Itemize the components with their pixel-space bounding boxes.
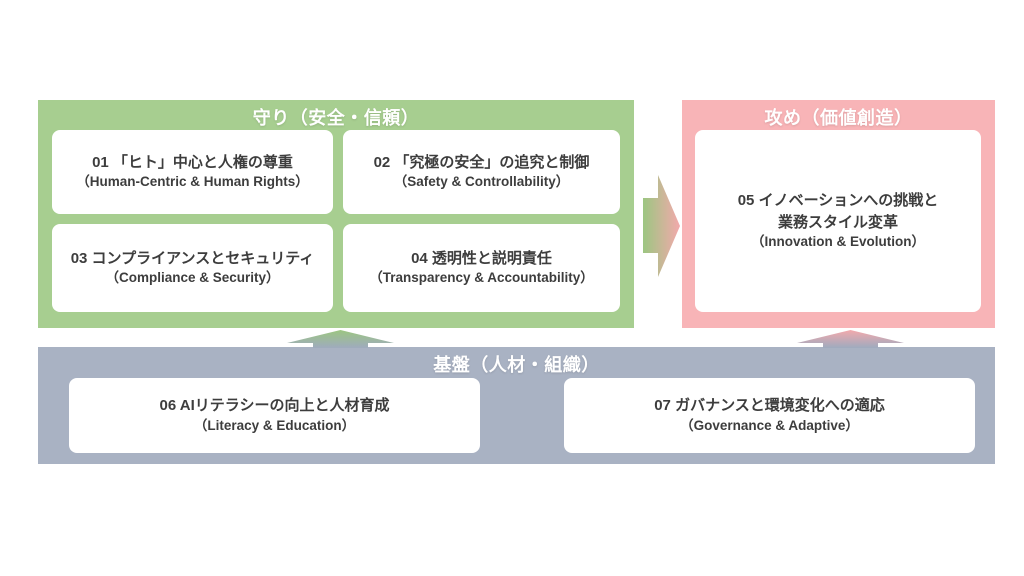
principle-card-06: 06 AIリテラシーの向上と人材育成 （Literacy & Education…	[69, 378, 480, 453]
principle-card-05: 05 イノベーションへの挑戦と 業務スタイル変革 （Innovation & E…	[695, 130, 981, 312]
foundation-section-title: 基盤（人材・組織）	[433, 354, 600, 375]
principle-02-subtitle-en: （Safety & Controllability）	[393, 174, 570, 190]
defense-section-title: 守り（安全・信頼）	[252, 107, 420, 128]
principle-05-title-jp-line2: 業務スタイル変革	[777, 213, 898, 231]
principle-card-04: 04 透明性と説明責任 （Transparency & Accountabili…	[343, 224, 620, 312]
principle-card-03: 03 コンプライアンスとセキュリティ （Compliance & Securit…	[52, 224, 333, 312]
foundation-to-defense-arrow-icon	[287, 330, 394, 348]
principle-card-07: 07 ガバナンスと環境変化への適応 （Governance & Adaptive…	[564, 378, 975, 453]
principle-06-subtitle-en: （Literacy & Education）	[193, 417, 356, 433]
foundation-section: 基盤（人材・組織） 06 AIリテラシーの向上と人材育成 （Literacy &…	[38, 347, 995, 464]
principle-07-subtitle-en: （Governance & Adaptive）	[680, 417, 859, 433]
principle-card-01: 01 「ヒト」中心と人権の尊重 （Human-Centric & Human R…	[52, 130, 333, 214]
principle-01-title-jp: 01 「ヒト」中心と人権の尊重	[92, 153, 293, 171]
defense-section: 守り（安全・信頼） 01 「ヒト」中心と人権の尊重 （Human-Centric…	[38, 100, 634, 328]
defense-to-offense-arrow-icon	[643, 175, 680, 277]
principle-07-title-jp: 07 ガバナンスと環境変化への適応	[654, 397, 885, 415]
principle-05-title-jp-line1: 05 イノベーションへの挑戦と	[737, 191, 939, 209]
foundation-to-offense-arrow-icon	[797, 330, 904, 348]
principle-03-title-jp: 03 コンプライアンスとセキュリティ	[70, 249, 315, 267]
principle-card-02: 02 「究極の安全」の追究と制御 （Safety & Controllabili…	[343, 130, 620, 214]
principle-01-subtitle-en: （Human-Centric & Human Rights）	[76, 174, 309, 190]
principle-04-title-jp: 04 透明性と説明責任	[411, 249, 552, 267]
offense-section: 攻め（価値創造） 05 イノベーションへの挑戦と 業務スタイル変革 （Innov…	[682, 100, 995, 328]
principle-04-subtitle-en: （Transparency & Accountability）	[369, 270, 594, 286]
principle-05-subtitle-en: （Innovation & Evolution）	[751, 234, 925, 250]
principle-03-subtitle-en: （Compliance & Security）	[105, 270, 280, 286]
principle-02-title-jp: 02 「究極の安全」の追究と制御	[373, 153, 590, 171]
offense-section-title: 攻め（価値創造）	[764, 107, 913, 128]
principle-06-title-jp: 06 AIリテラシーの向上と人材育成	[159, 397, 390, 415]
